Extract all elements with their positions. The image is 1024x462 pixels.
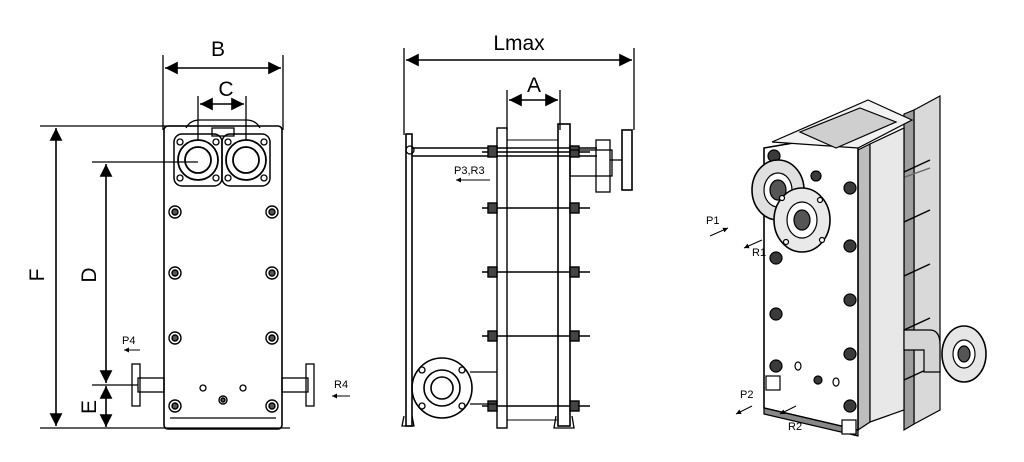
dim-label-lmax: Lmax [493, 32, 545, 55]
port-label-r1: R1 [752, 247, 766, 259]
isometric-view [709, 94, 987, 437]
dim-label-b: B [211, 38, 225, 61]
port-label-r4: R4 [334, 379, 348, 391]
port-label-p1: P1 [706, 215, 719, 227]
front-view [40, 55, 350, 430]
dim-label-d: D [78, 267, 101, 282]
dim-label-a: A [527, 74, 541, 97]
dim-label-c: C [218, 78, 233, 101]
port-label-p4: P4 [122, 335, 135, 347]
port-label-p3r3: P3,R3 [454, 165, 485, 177]
dim-label-f: F [26, 269, 49, 282]
side-view [401, 48, 635, 429]
port-label-r2: R2 [788, 421, 802, 433]
port-label-p2: P2 [740, 389, 753, 401]
dim-label-e: E [78, 400, 101, 414]
